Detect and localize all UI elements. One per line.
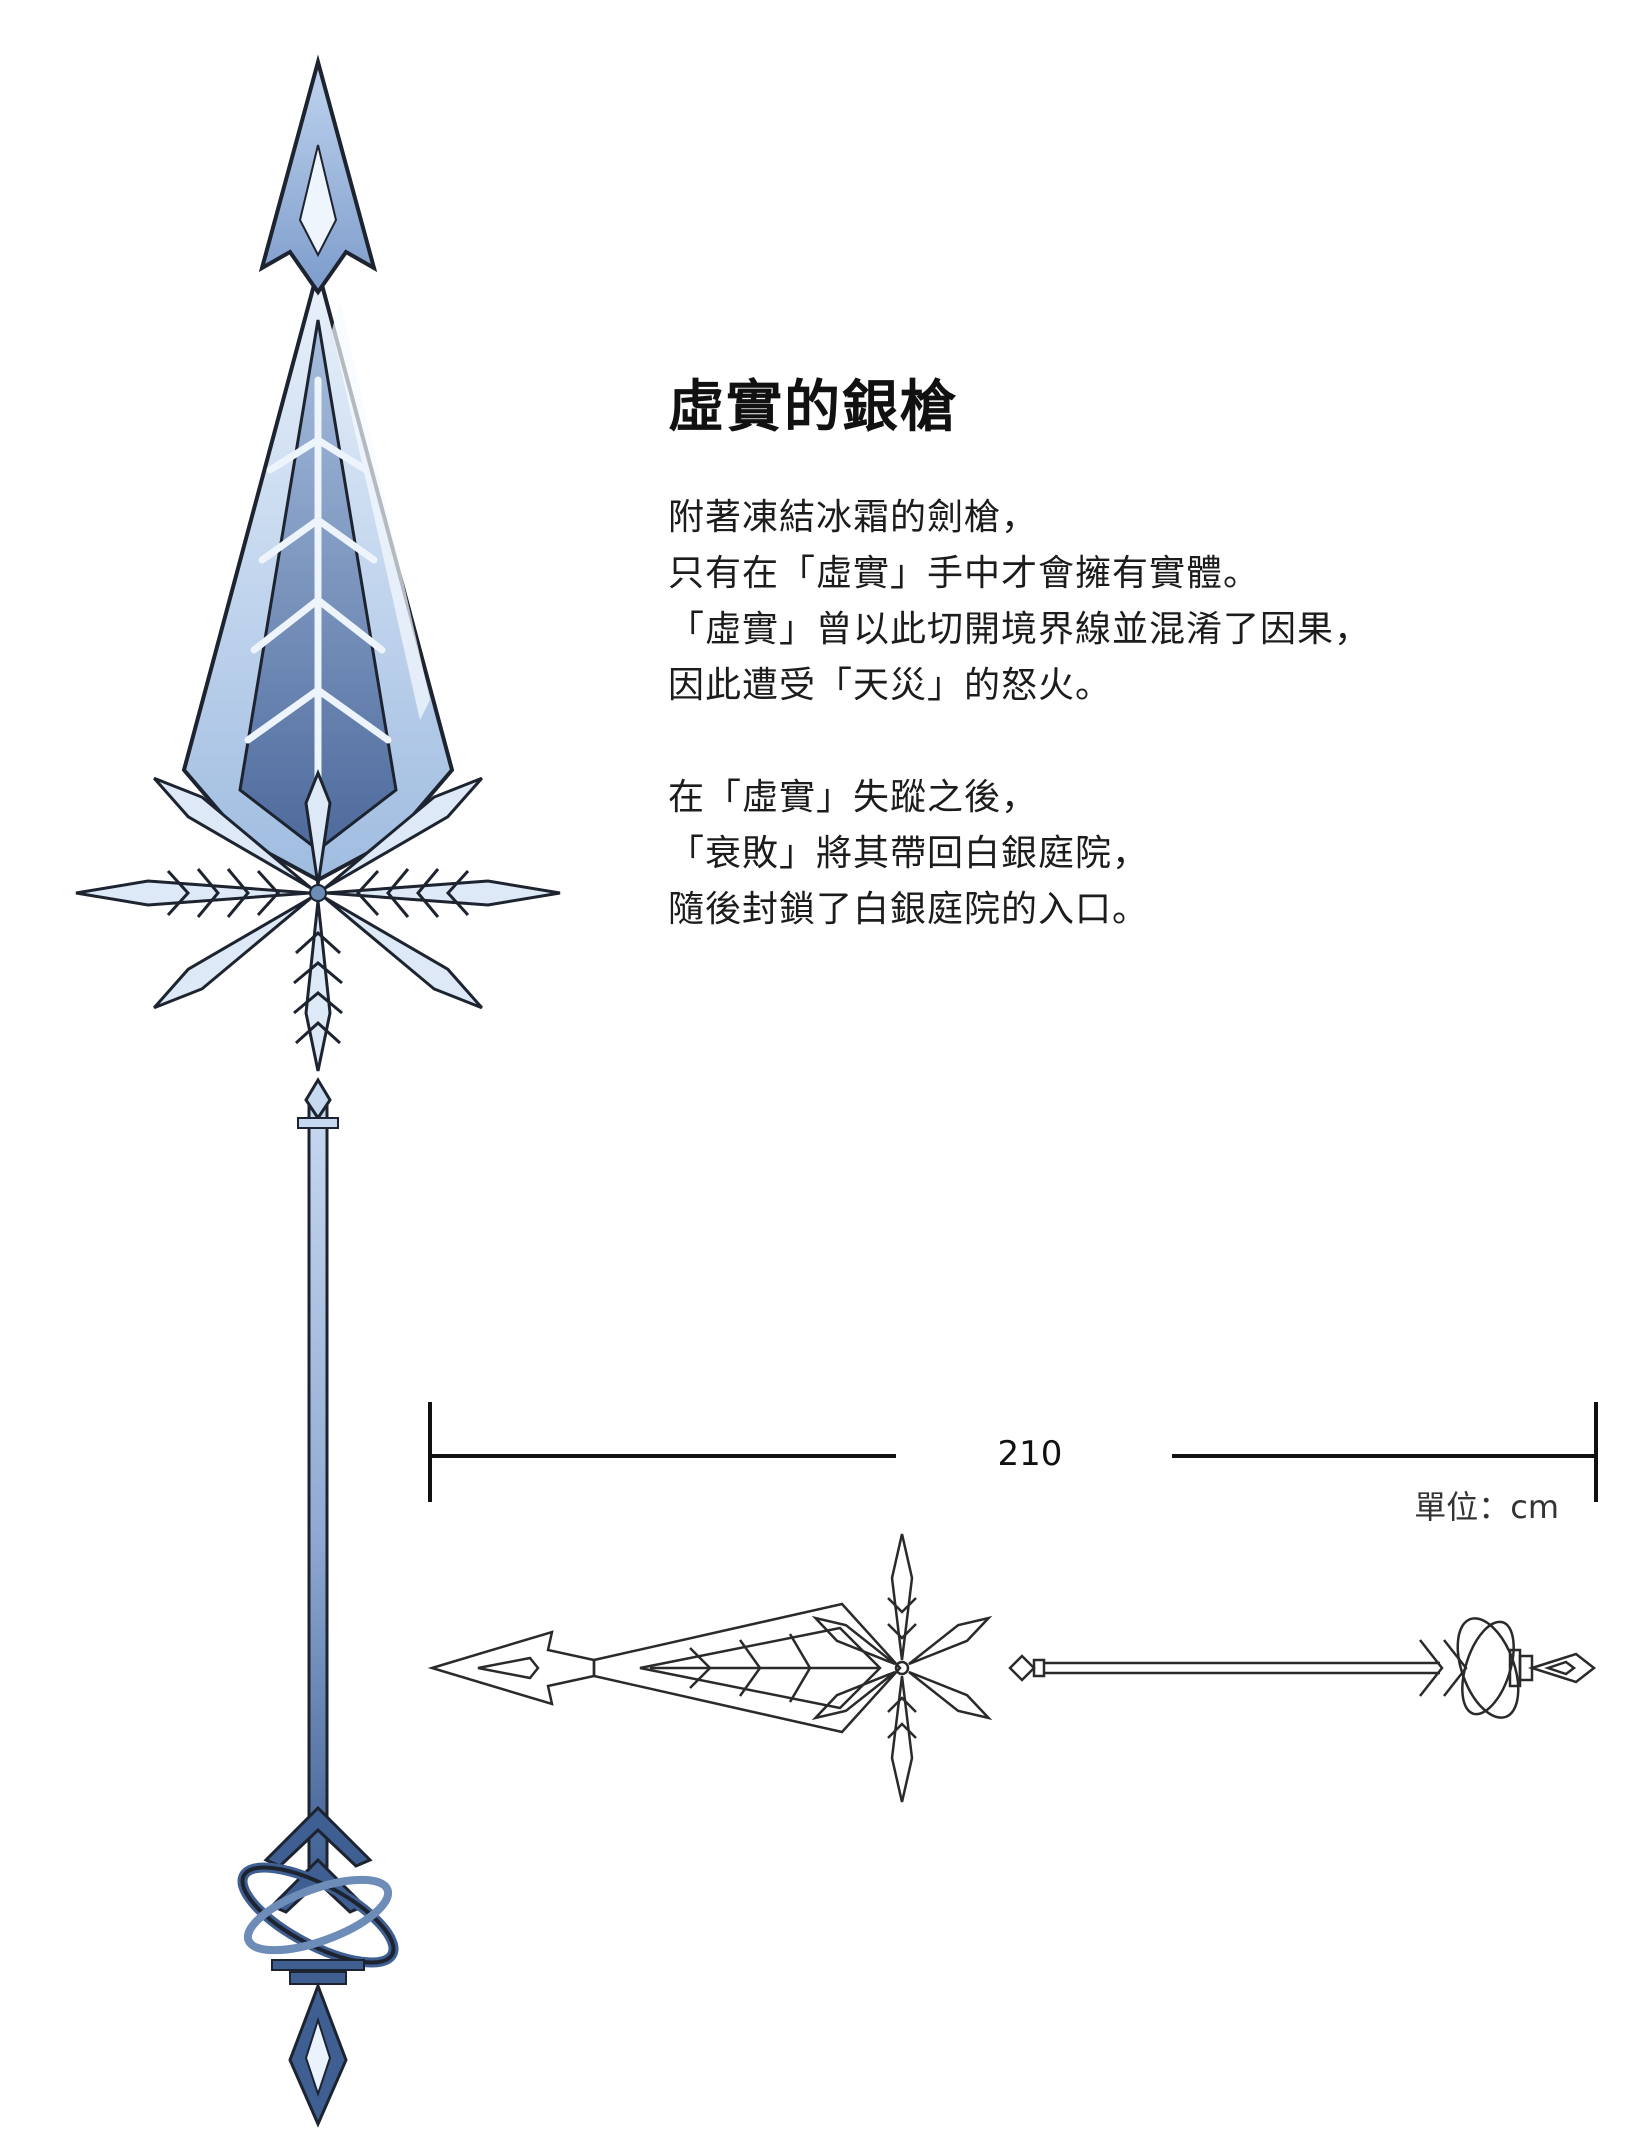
butt-cap-top xyxy=(271,1959,365,1971)
blade-veins xyxy=(244,376,392,844)
description-block: 附著凍結冰霜的劍槍， 只有在「虛實」手中才會擁有實體。 「虛實」曾以此切開境界線… xyxy=(668,490,1371,938)
length-value: 210 xyxy=(997,1434,1063,1474)
description-line: 隨後封鎖了白銀庭院的入口。 xyxy=(668,889,1150,930)
description-line: 「虛實」曾以此切開境界線並混淆了因果， xyxy=(668,609,1372,650)
paragraph-gap xyxy=(668,714,1371,770)
spear-tip-inset xyxy=(298,144,338,258)
unit-label: 單位：cm xyxy=(1414,1488,1559,1526)
spear-collar-ring xyxy=(297,1117,339,1129)
description-line: 附著凍結冰霜的劍槍， xyxy=(668,497,1039,538)
snowflake-guard xyxy=(75,768,561,1072)
spear-shaft xyxy=(307,1103,329,1887)
butt-rings xyxy=(237,1862,399,1968)
description-line: 「衰敗」將其帶回白銀庭院， xyxy=(668,833,1150,874)
description-line: 因此遭受「天災」的怒火。 xyxy=(668,665,1113,706)
description-line: 只有在「虛實」手中才會擁有實體。 xyxy=(668,553,1261,594)
butt-spike-inset xyxy=(304,2016,332,2098)
spear-main-view xyxy=(75,54,561,2128)
spear-side-view xyxy=(427,1533,1597,1803)
page-title: 虛實的銀槍 xyxy=(668,375,958,440)
description-line: 在「虛實」失蹤之後， xyxy=(668,777,1039,818)
dimension-line xyxy=(428,1402,1598,1502)
blade-shine xyxy=(332,300,430,720)
